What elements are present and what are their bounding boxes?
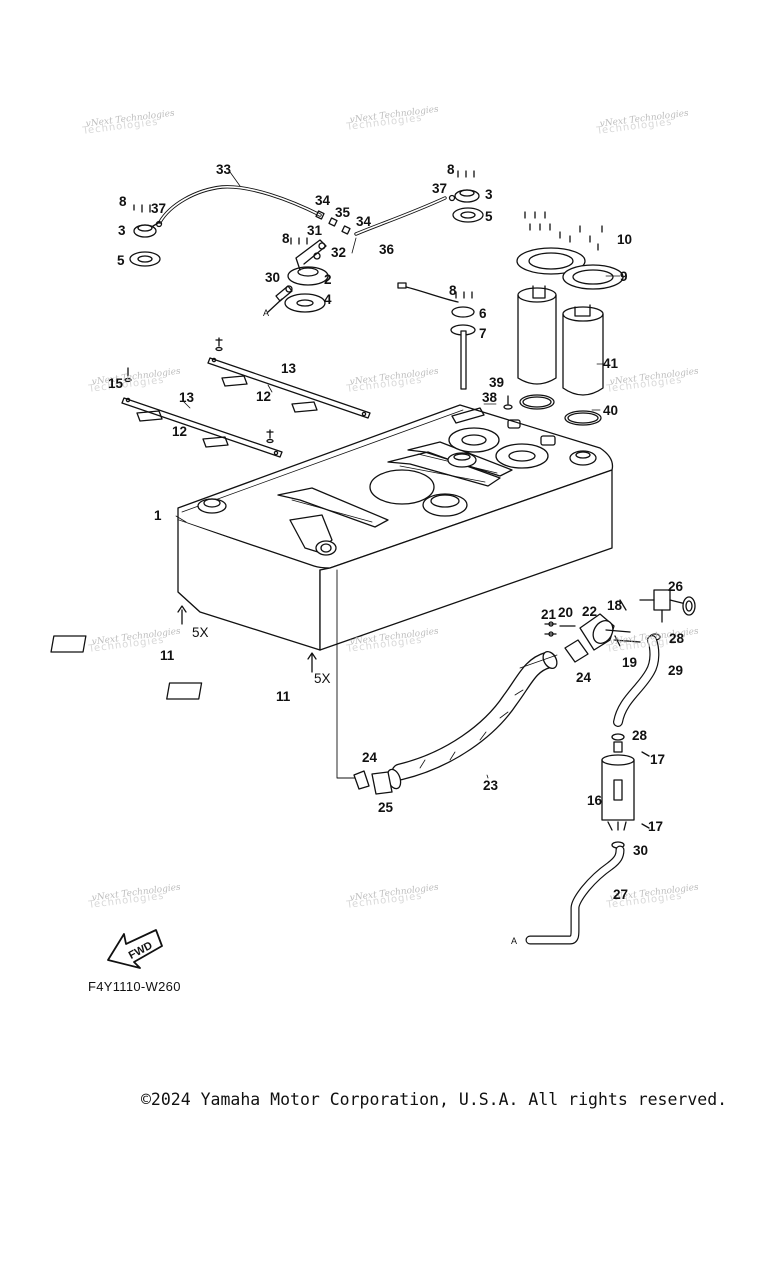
- callout-34: 34: [356, 214, 372, 229]
- callout-24: 24: [362, 750, 378, 765]
- cap-assembly-right: [448, 170, 484, 223]
- callout-18: 18: [607, 598, 623, 613]
- callout-17: 17: [648, 819, 664, 834]
- callout-8: 8: [447, 162, 455, 177]
- callout-31: 31: [307, 223, 323, 238]
- cap-assembly-left: [129, 204, 163, 267]
- callout-3: 3: [485, 187, 493, 202]
- callout-27: 27: [613, 887, 629, 902]
- callout-8: 8: [449, 283, 457, 298]
- multiplier-label: 5X: [314, 671, 331, 686]
- callout-8: 8: [282, 231, 290, 246]
- callout-36: 36: [379, 242, 395, 257]
- diagram-code: F4Y1110-W260: [88, 979, 181, 994]
- ref-mark-a-bottom: A: [511, 936, 517, 946]
- callout-35: 35: [335, 205, 351, 220]
- callout-40: 40: [603, 403, 619, 418]
- multiplier-label: 5X: [192, 625, 209, 640]
- callout-1: 1: [154, 508, 162, 523]
- callout-23: 23: [483, 778, 499, 793]
- callout-21: 21: [541, 607, 557, 622]
- callout-29: 29: [668, 663, 684, 678]
- level-sender: [397, 282, 476, 390]
- callout-7: 7: [479, 326, 487, 341]
- copyright-notice: ©2024 Yamaha Motor Corporation, U.S.A. A…: [141, 1090, 728, 1109]
- fuel-pump-modules: [503, 211, 624, 426]
- callout-39: 39: [489, 375, 505, 390]
- callout-22: 22: [582, 604, 598, 619]
- callout-2: 2: [324, 272, 332, 287]
- callout-37: 37: [432, 181, 448, 196]
- callout-38: 38: [482, 390, 498, 405]
- callout-5: 5: [117, 253, 125, 268]
- callout-28: 28: [632, 728, 648, 743]
- callout-4: 4: [324, 292, 332, 307]
- callout-34: 34: [315, 193, 331, 208]
- callout-33: 33: [216, 162, 232, 177]
- vent-tubes: [158, 185, 447, 236]
- strap-assembly: [121, 337, 371, 458]
- filler-hose: [336, 569, 558, 795]
- callout-25: 25: [378, 800, 394, 815]
- cap-assembly-center: [267, 237, 329, 313]
- callout-6: 6: [479, 306, 487, 321]
- callout-3: 3: [118, 223, 126, 238]
- callout-20: 20: [558, 605, 574, 620]
- callout-30: 30: [265, 270, 281, 285]
- callout-10: 10: [617, 232, 633, 247]
- callout-11: 11: [160, 648, 175, 663]
- callout-41: 41: [603, 356, 619, 371]
- callout-28: 28: [669, 631, 685, 646]
- vent-fittings: [613, 589, 696, 727]
- fuel-tank-body: [177, 404, 614, 651]
- callout-12: 12: [172, 424, 188, 439]
- leader-lines: [175, 171, 621, 779]
- callout-26: 26: [668, 579, 684, 594]
- callout-9: 9: [620, 269, 628, 284]
- callout-8: 8: [119, 194, 127, 209]
- fuel-filter: [525, 733, 650, 945]
- callout-30: 30: [633, 843, 649, 858]
- callout-32: 32: [331, 245, 347, 260]
- callout-12: 12: [256, 389, 272, 404]
- callout-13: 13: [179, 390, 195, 405]
- callout-37: 37: [151, 201, 167, 216]
- filler-neck-assembly: [544, 599, 641, 663]
- callout-16: 16: [587, 793, 603, 808]
- callout-17: 17: [650, 752, 666, 767]
- callout-15: 15: [108, 376, 124, 391]
- callout-11: 11: [276, 689, 291, 704]
- ref-mark-a-top: A: [263, 308, 269, 318]
- callout-13: 13: [281, 361, 297, 376]
- floor-pads: [50, 605, 317, 700]
- callout-5: 5: [485, 209, 493, 224]
- callout-24: 24: [576, 670, 592, 685]
- forward-arrow-icon: FWD: [107, 929, 163, 969]
- callout-19: 19: [622, 655, 638, 670]
